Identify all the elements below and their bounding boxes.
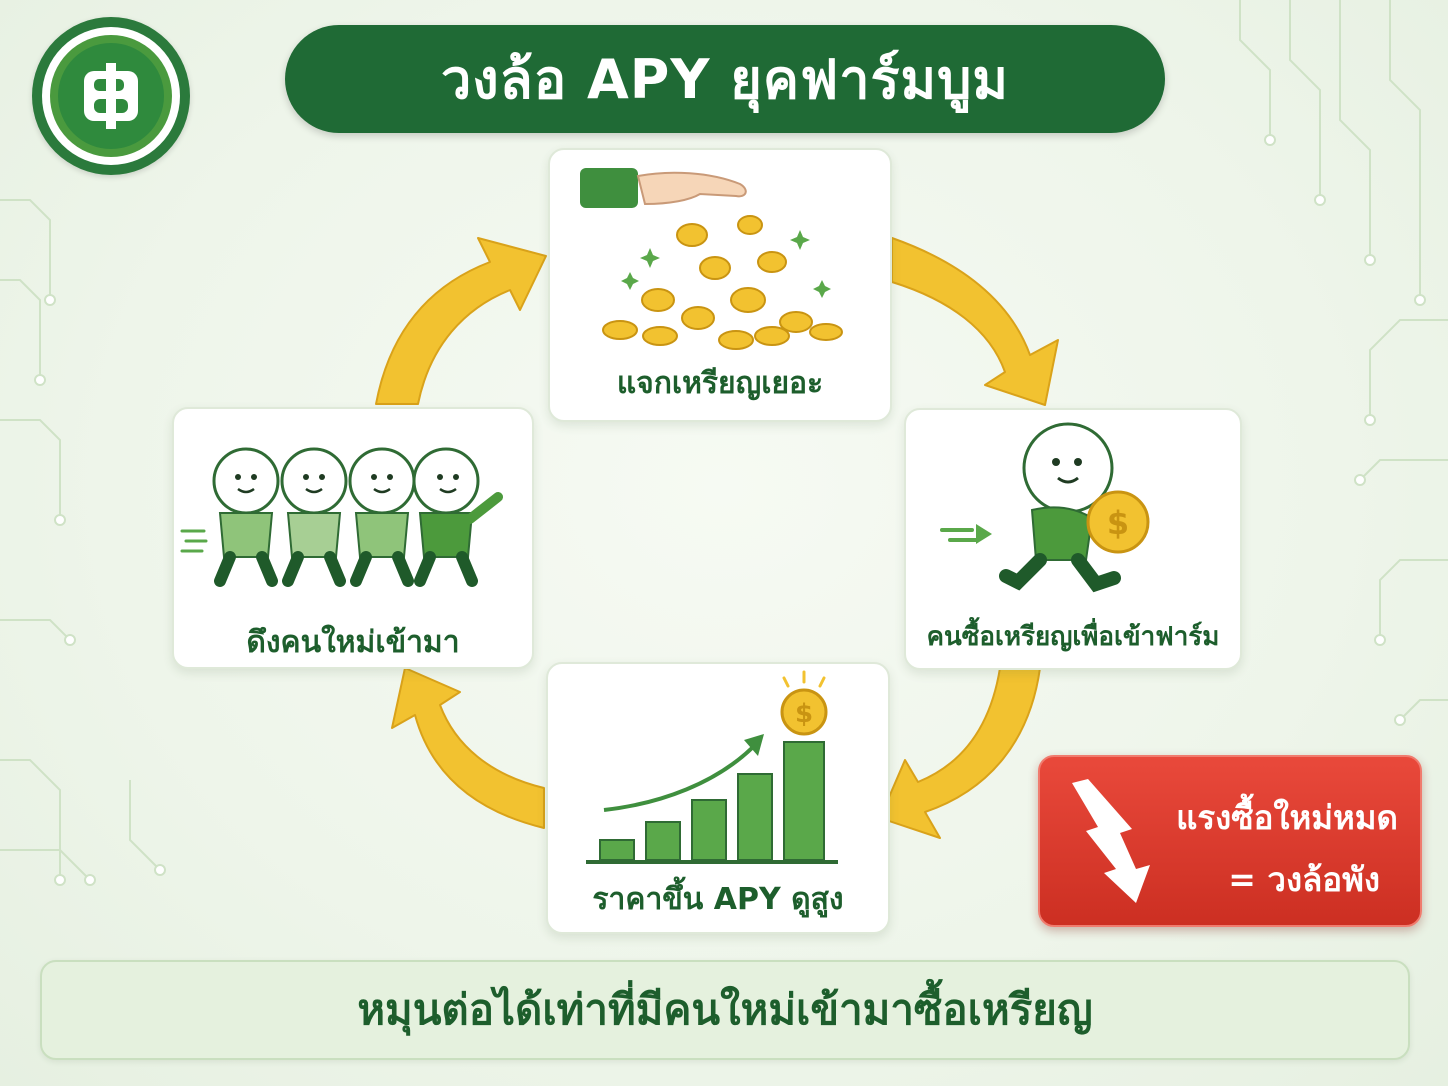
step-label-left: ดึงคนใหม่เข้ามา [246,625,460,660]
title-banner: วงล้อ APY ยุคฟาร์มบูม [285,25,1165,133]
footer-text: หมุนต่อได้เท่าที่มีคนใหม่เข้ามาซื้อเหรีย… [357,985,1093,1034]
group-of-people-walking-icon [180,447,503,587]
hand-dropping-coins-icon [580,168,843,350]
step-label-right: คนซื้อเหรียญเพื่อเข้าฟาร์ม [926,622,1220,652]
arrow-top-to-right [891,237,1059,406]
step-card-left: ดึงคนใหม่เข้ามา [172,407,534,669]
page-title: วงล้อ APY ยุคฟาร์มบูม [440,48,1010,111]
person-running-with-coin-icon: $ [940,422,1150,593]
arrow-left-to-top [375,237,547,405]
step-card-top: แจกเหรียญเยอะ [548,148,892,422]
rising-bar-chart-icon: $ [586,670,838,864]
lightning-down-arrow-icon [1072,779,1150,903]
warning-line-2: = วงล้อพัง [1228,860,1380,899]
svg-text:$: $ [795,699,813,729]
step-label-top: แจกเหรียญเยอะ [616,366,824,401]
arrow-right-to-bottom [879,667,1041,839]
footer-banner: หมุนต่อได้เท่าที่มีคนใหม่เข้ามาซื้อเหรีย… [40,960,1410,1060]
step-card-bottom: $ ราคาขึ้น APY ดูสูง [546,662,890,934]
step-label-bottom: ราคาขึ้น APY ดูสูง [592,882,844,917]
logo [32,17,190,175]
svg-text:$: $ [1107,504,1129,542]
baht-coin-icon [84,63,138,129]
step-card-right: $ คนซื้อเหรียญเพื่อเข้าฟาร์ม [904,408,1242,670]
warning-box: แรงซื้อใหม่หมด = วงล้อพัง [1038,755,1422,927]
warning-line-1: แรงซื้อใหม่หมด [1176,798,1398,837]
arrow-bottom-to-left [391,667,545,829]
